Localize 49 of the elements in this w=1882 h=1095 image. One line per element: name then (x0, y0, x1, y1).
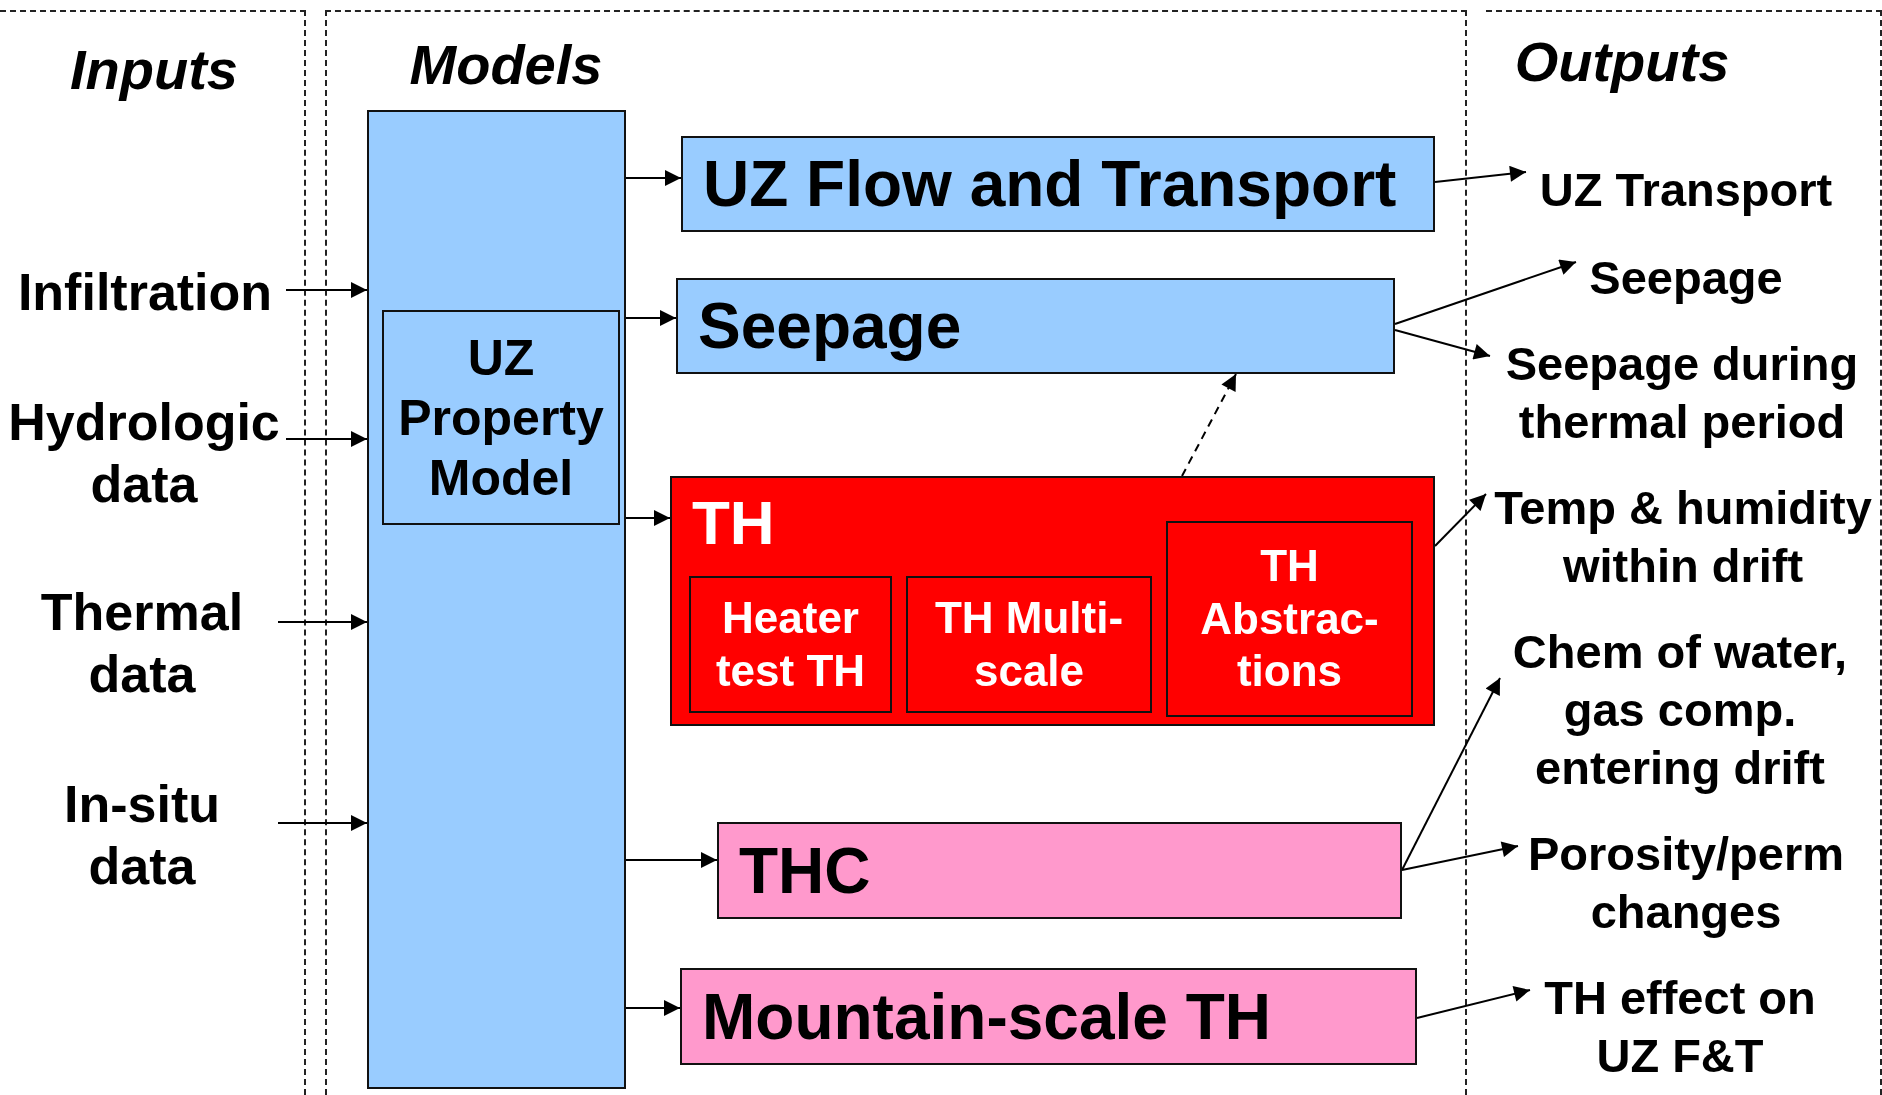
arrow (1394, 329, 1491, 360)
box-title: TH Multi-scale (933, 591, 1125, 697)
group-box (670, 476, 1435, 726)
process-box (676, 278, 1395, 374)
box-title: THC (739, 838, 871, 903)
process-box (681, 136, 1435, 232)
arrow (1416, 986, 1531, 1019)
arrow (277, 815, 368, 831)
box-title: TH Abstrac-tions (1199, 539, 1380, 698)
arrow (277, 614, 368, 630)
arrow (1434, 165, 1527, 183)
arrow (625, 170, 682, 186)
output-label: Porosity/perm changes (1518, 825, 1854, 941)
input-label: In-situ data (6, 773, 278, 898)
arrow (1394, 259, 1577, 325)
box-title: Mountain-scale TH (702, 984, 1271, 1049)
process-box (1166, 521, 1413, 717)
dashed-panel (1486, 10, 1882, 1095)
dashed-panel (325, 10, 1467, 1095)
arrow (1401, 677, 1501, 871)
dashed-panel (0, 10, 306, 1095)
input-label: Infiltration (4, 261, 286, 324)
box-title: TH (692, 492, 775, 554)
output-label: Seepage (1576, 249, 1796, 307)
output-label: Seepage during thermal period (1490, 335, 1874, 451)
input-label: Hydrologic data (2, 391, 286, 516)
box-title: Heater test TH (714, 591, 867, 697)
arrow (1434, 493, 1487, 547)
input-label: Thermal data (6, 581, 278, 706)
process-box (382, 310, 620, 525)
output-label: UZ Transport (1526, 161, 1846, 219)
arrow (1401, 841, 1519, 871)
process-box (906, 576, 1152, 713)
arrow (625, 852, 718, 868)
process-box (680, 968, 1417, 1065)
output-label: Chem of water, gas comp. entering drift (1500, 623, 1860, 797)
output-label: Temp & humidity within drift (1486, 479, 1880, 595)
model-column-box (367, 110, 626, 1089)
process-box (717, 822, 1402, 919)
output-label: TH effect on UZ F&T (1530, 969, 1830, 1085)
arrow (625, 1000, 681, 1016)
process-box (689, 576, 892, 713)
arrow (625, 310, 677, 326)
arrow (285, 431, 368, 447)
arrow (285, 282, 368, 298)
dashed-arrow (1181, 373, 1237, 477)
box-title: UZ Property Model (397, 328, 605, 508)
panel-heading: Models (409, 37, 603, 93)
arrow (625, 510, 671, 526)
